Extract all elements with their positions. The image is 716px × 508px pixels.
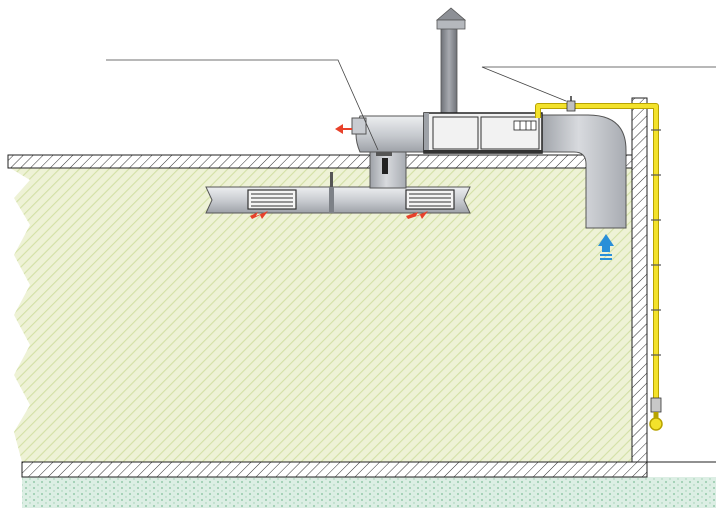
control-panel-lights [513,120,537,131]
right-wall [631,97,648,463]
supply-arrow-left [250,211,268,219]
duct-joint [329,187,334,213]
chimney [435,7,467,117]
gas-valve [566,96,576,112]
supply-duct [205,172,471,214]
rooftop-duct [355,115,431,153]
room-interior [10,168,632,462]
roof-slab [7,154,633,169]
ground-soil [22,477,716,508]
return-air-intake-arrow [598,234,614,260]
pipe-brackets [651,129,661,356]
gas-valve-callout-leader [481,66,716,102]
damper-callout-leader [106,59,379,151]
supply-grille-right [405,189,455,210]
duct-hanger-rod [330,172,333,187]
fresh-air-stub [351,117,367,135]
gas-supply-pipe [535,96,663,431]
intake-elbow-duct [539,114,627,229]
supply-arrow-right [406,211,428,219]
shutoff-valve [650,397,662,413]
damper [376,152,392,174]
outflow-arrow-fresh-air [335,124,352,134]
floor-slab [21,461,648,478]
gas-meter-connection [649,417,663,431]
rooftop-heater-unit [423,112,543,154]
supply-grille-left [247,189,297,210]
